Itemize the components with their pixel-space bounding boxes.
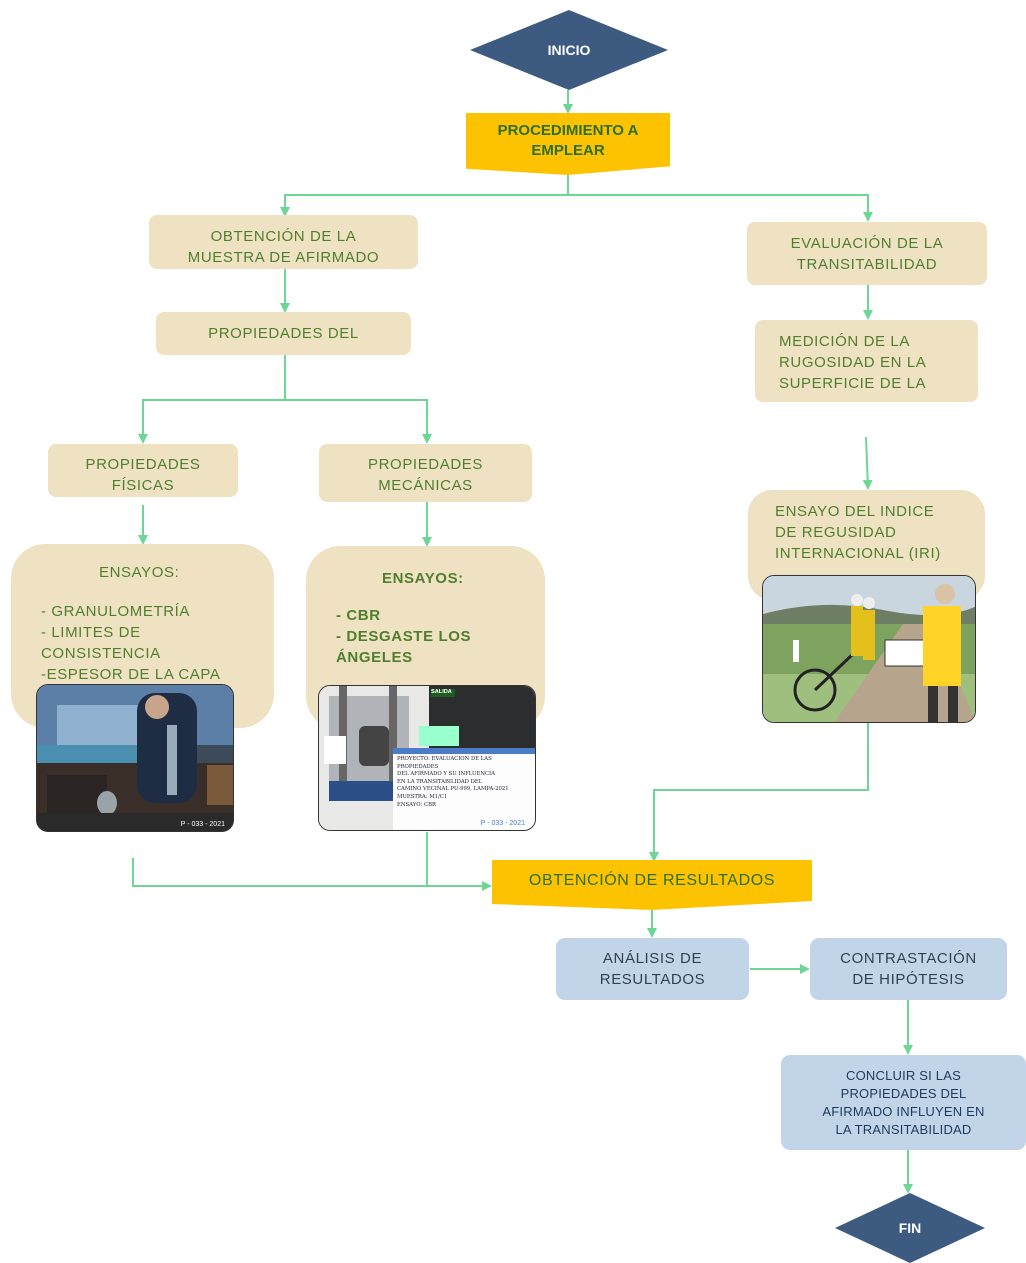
arrow-procedure-to-sample xyxy=(280,175,569,217)
sign-line: MUESTRA: M1/C1 xyxy=(397,793,448,800)
cbr-photo: PROYECTO: EVALUACION DE LAS PROPIEDADES … xyxy=(318,685,536,831)
physical-properties-node: PROPIEDADES FÍSICAS xyxy=(48,444,238,497)
results-node: OBTENCIÓN DE RESULTADOS xyxy=(492,860,812,910)
mechanical-properties-node: PROPIEDADES MECÁNICAS xyxy=(319,444,532,502)
physical-tests-title: ENSAYOS: xyxy=(99,564,180,581)
roughness-line-3: SUPERFICIE DE LA xyxy=(779,375,927,392)
start-node: INICIO xyxy=(470,10,668,90)
end-label: FIN xyxy=(898,1220,922,1236)
procedure-line-1: PROCEDIMIENTO A xyxy=(497,122,639,139)
physical-tests-item: -ESPESOR DE LA CAPA xyxy=(41,666,221,683)
start-diamond-shape xyxy=(470,10,668,90)
sign-line: ENSAYO: CBR xyxy=(397,801,436,808)
roughness-line-1: MEDICIÓN DE LA xyxy=(779,333,910,350)
physical-line-1: PROPIEDADES xyxy=(85,456,201,473)
results-label: OBTENCIÓN DE RESULTADOS xyxy=(528,872,776,889)
arrow-properties-to-mechanical xyxy=(285,399,432,444)
cbr-sample-sign: PROYECTO: EVALUACION DE LAS PROPIEDADES … xyxy=(393,748,535,830)
evaluation-line-2: TRANSITABILIDAD xyxy=(796,255,938,273)
iri-field-photo xyxy=(762,575,976,723)
roughness-line-2: RUGOSIDAD EN LA xyxy=(779,354,927,371)
mechanical-tests-item: - CBR xyxy=(336,607,381,624)
iri-line-3: INTERNACIONAL (IRI) xyxy=(775,545,941,562)
end-diamond-shape xyxy=(835,1193,985,1263)
mechanical-tests-item: ÁNGELES xyxy=(336,649,413,666)
end-node: FIN xyxy=(835,1193,985,1263)
sign-line: PROYECTO: EVALUACION DE LAS PROPIEDADES xyxy=(397,756,492,770)
arrow-procedure-to-evaluation xyxy=(568,194,873,222)
mechanical-line-1: PROPIEDADES xyxy=(368,456,483,473)
arrow-iri-to-results xyxy=(649,722,869,862)
sign-line: CAMINO VECINAL PU-999, LAMPA-2021 xyxy=(397,786,509,793)
conclusion-line-3: AFIRMADO INFLUYEN EN xyxy=(822,1103,985,1119)
properties-node: PROPIEDADES DEL xyxy=(156,312,411,355)
sample-line-1: OBTENCIÓN DE LA xyxy=(210,228,357,245)
conclusion-line-2: PROPIEDADES DEL xyxy=(840,1085,967,1101)
evaluation-line-1: EVALUACIÓN DE LA xyxy=(790,234,944,252)
procedure-node: PROCEDIMIENTO A EMPLEAR xyxy=(466,113,670,175)
properties-label: PROPIEDADES DEL xyxy=(208,325,359,342)
hypothesis-line-1: CONTRASTACIÓN xyxy=(840,950,977,967)
sample-line-2: MUESTRA DE AFIRMADO xyxy=(187,249,380,266)
evaluation-node: EVALUACIÓN DE LA TRANSITABILIDAD xyxy=(747,222,987,285)
analysis-line-2: RESULTADOS xyxy=(599,971,706,988)
analysis-node: ANÁLISIS DE RESULTADOS xyxy=(556,938,749,1000)
arrow-properties-to-physical xyxy=(138,355,286,444)
physical-line-2: FÍSICAS xyxy=(111,477,175,494)
hypothesis-node: CONTRASTACIÓN DE HIPÓTESIS xyxy=(810,938,1007,1000)
analysis-line-1: ANÁLISIS DE xyxy=(602,950,703,967)
mechanical-line-2: MECÁNICAS xyxy=(378,477,473,494)
start-label: INICIO xyxy=(547,42,591,58)
procedure-line-2: EMPLEAR xyxy=(531,142,605,159)
physical-tests-item: - LIMITES DE xyxy=(41,624,141,641)
physical-tests-item: - GRANULOMETRÍA xyxy=(41,603,191,620)
iri-line-1: ENSAYO DEL INDICE xyxy=(775,503,935,520)
sample-node: OBTENCIÓN DE LA MUESTRA DE AFIRMADO xyxy=(149,215,418,269)
physical-photo-caption: P - 033 - 2021 xyxy=(180,821,225,828)
conclusion-line-1: CONCLUIR SI LAS xyxy=(846,1067,961,1083)
hypothesis-line-2: DE HIPÓTESIS xyxy=(852,971,965,988)
sign-line: DEL AFIRMADO Y SU INFLUENCIA xyxy=(397,771,495,778)
physical-tests-item: CONSISTENCIA xyxy=(41,645,161,662)
roughness-node: MEDICIÓN DE LA RUGOSIDAD EN LA SUPERFICI… xyxy=(755,320,978,402)
arrow-roughness-to-iri xyxy=(862,436,873,490)
iri-line-2: DE REGUSIDAD xyxy=(775,524,897,541)
conclusion-node: CONCLUIR SI LAS PROPIEDADES DEL AFIRMADO… xyxy=(781,1055,1026,1150)
mechanical-tests-item: - DESGASTE LOS xyxy=(336,628,472,645)
sign-line: EN LA TRANSITABILIDAD DEL xyxy=(397,778,483,785)
conclusion-line-4: LA TRANSITABILIDAD xyxy=(835,1121,972,1137)
cbr-photo-label: SALIDA xyxy=(431,689,452,695)
mechanical-photo-caption: P - 033 - 2021 xyxy=(480,820,525,827)
granulometry-photo: P - 033 - 2021 xyxy=(36,684,234,832)
arrow-physical-to-results xyxy=(132,858,492,891)
mechanical-tests-title: ENSAYOS: xyxy=(382,570,464,587)
